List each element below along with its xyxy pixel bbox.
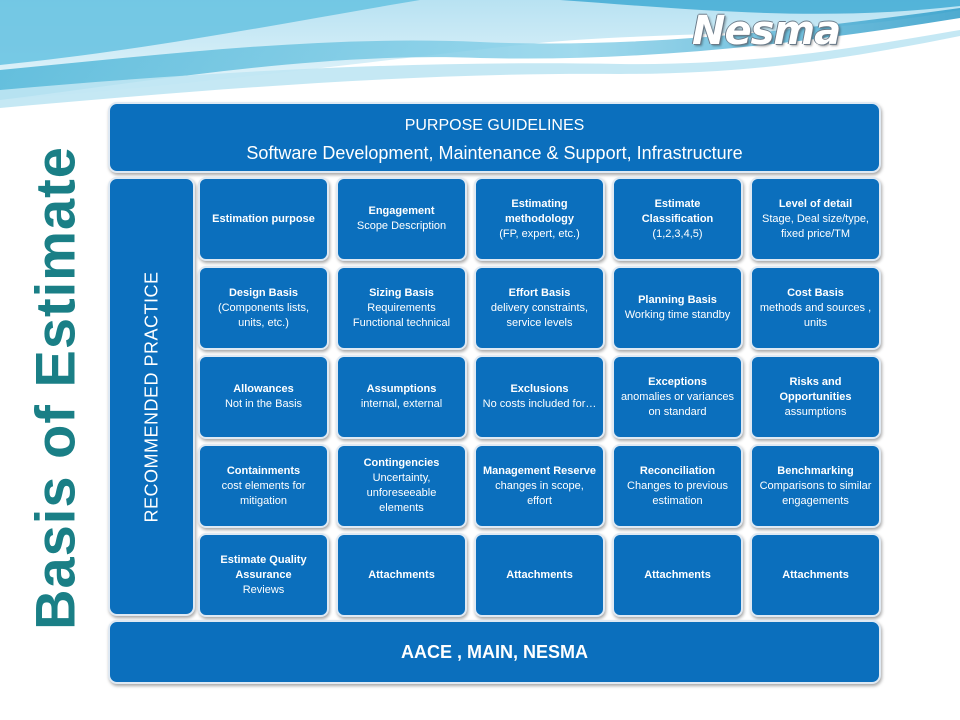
cell-management-reserve: Management Reserve changes in scope, eff… xyxy=(474,444,605,528)
standards-footer-box: AACE , MAIN, NESMA xyxy=(108,620,881,684)
cell-title: Allowances xyxy=(233,383,294,395)
cell-exceptions: Exceptions anomalies or variances on sta… xyxy=(612,355,743,439)
cell-body: Not in the Basis xyxy=(224,398,303,410)
cell-title: Effort Basis xyxy=(508,286,571,299)
cell-risks-and-opportunities: Risks and Opportunities assumptions xyxy=(750,355,881,439)
logo-text: Nesma xyxy=(692,8,841,54)
cell-allowances: Allowances Not in the Basis xyxy=(198,355,329,439)
cell-title: Estimate Quality Assurance xyxy=(220,553,307,581)
recommended-practice-label: RECOMMENDED PRACTICE xyxy=(141,270,161,523)
cell-title: Management Reserve xyxy=(482,464,597,477)
cell-title: Estimation purpose xyxy=(212,212,315,225)
cell-body: Reviews xyxy=(242,583,285,596)
cell-title: Exclusions xyxy=(510,383,569,395)
cell-estimation-purpose: Estimation purpose xyxy=(198,177,329,261)
slide-title-text: Basis of Estimate xyxy=(23,145,87,630)
cell-title: Cost Basis xyxy=(787,286,844,299)
cell-body: (Components lists, units, etc.) xyxy=(217,301,310,329)
cell-sizing-basis: Sizing Basis Requirements Functional tec… xyxy=(336,266,467,350)
purpose-subtitle: Software Development, Maintenance & Supp… xyxy=(246,143,743,163)
cell-body: Requirements Functional technical xyxy=(352,301,451,329)
cell-body: Scope Description xyxy=(356,220,447,232)
cell-title: Sizing Basis xyxy=(369,286,434,299)
cell-body: (FP, expert, etc.) xyxy=(499,227,580,240)
cell-estimate-quality-assurance: Estimate Quality Assurance Reviews xyxy=(198,533,329,617)
cell-title: Estimate Classification xyxy=(641,197,714,225)
cell-reconciliation: Reconciliation Changes to previous estim… xyxy=(612,444,743,528)
cell-effort-basis: Effort Basis delivery constraints, servi… xyxy=(474,266,605,350)
cell-body: methods and sources , units xyxy=(759,301,872,329)
cell-engagement: Engagement Scope Description xyxy=(336,177,467,261)
cell-title: Benchmarking xyxy=(777,464,854,477)
nesma-logo: Nesma xyxy=(692,6,841,56)
cell-body: delivery constraints, service levels xyxy=(490,301,589,329)
recommended-practice-box: RECOMMENDED PRACTICE xyxy=(108,177,195,616)
cell-body: Comparisons to similar engagements xyxy=(759,479,872,507)
cell-attachments: Attachments xyxy=(612,533,743,617)
cell-title: Planning Basis xyxy=(638,294,717,306)
cell-title: Reconciliation xyxy=(639,464,716,477)
cell-exclusions: Exclusions No costs included for… xyxy=(474,355,605,439)
cell-title: Risks and Opportunities xyxy=(779,375,852,403)
cell-containments: Containments cost elements for mitigatio… xyxy=(198,444,329,528)
cell-title: Contingencies xyxy=(363,457,440,469)
cell-body: Working time standby xyxy=(624,309,731,321)
cell-estimating-methodology: Estimating methodology (FP, expert, etc.… xyxy=(474,177,605,261)
cell-estimate-classification: Estimate Classification (1,2,3,4,5) xyxy=(612,177,743,261)
slide-title: Basis of Estimate xyxy=(23,140,87,635)
cell-title: Attachments xyxy=(506,568,573,581)
cell-title: Attachments xyxy=(368,568,435,581)
cell-contingencies: Contingencies Uncertainty, unforeseeable… xyxy=(336,444,467,528)
cell-title: Level of detail xyxy=(778,197,853,210)
cell-body: Uncertainty, unforeseeable elements xyxy=(366,472,437,514)
cell-body: anomalies or variances on standard xyxy=(620,390,735,418)
cell-title: Attachments xyxy=(782,568,849,581)
cell-level-of-detail: Level of detail Stage, Deal size/type, f… xyxy=(750,177,881,261)
cell-attachments: Attachments xyxy=(474,533,605,617)
practice-grid: Estimation purpose Engagement Scope Desc… xyxy=(198,177,881,617)
cell-design-basis: Design Basis (Components lists, units, e… xyxy=(198,266,329,350)
cell-title: Exceptions xyxy=(648,375,707,388)
cell-benchmarking: Benchmarking Comparisons to similar enga… xyxy=(750,444,881,528)
cell-attachments: Attachments xyxy=(336,533,467,617)
cell-assumptions: Assumptions internal, external xyxy=(336,355,467,439)
cell-body: assumptions xyxy=(784,405,847,418)
cell-body: Changes to previous estimation xyxy=(627,479,728,507)
cell-title: Assumptions xyxy=(366,383,437,395)
purpose-guidelines-box: PURPOSE GUIDELINES Software Development,… xyxy=(108,102,881,173)
cell-title: Engagement xyxy=(368,205,435,217)
cell-title: Estimating methodology xyxy=(504,197,575,225)
cell-body: internal, external xyxy=(360,398,443,410)
purpose-title: PURPOSE GUIDELINES xyxy=(404,117,585,134)
cell-body: cost elements for mitigation xyxy=(221,479,306,507)
cell-attachments: Attachments xyxy=(750,533,881,617)
cell-body: No costs included for… xyxy=(482,398,597,410)
cell-cost-basis: Cost Basis methods and sources , units xyxy=(750,266,881,350)
cell-body: changes in scope, effort xyxy=(495,479,584,507)
cell-body: Stage, Deal size/type, fixed price/TM xyxy=(761,212,869,240)
standards-footer-text: AACE , MAIN, NESMA xyxy=(400,642,588,662)
cell-title: Design Basis xyxy=(228,286,299,299)
cell-title: Containments xyxy=(226,464,301,477)
cell-body: (1,2,3,4,5) xyxy=(652,227,703,240)
cell-planning-basis: Planning Basis Working time standby xyxy=(612,266,743,350)
decorative-wave-banner xyxy=(0,0,960,108)
cell-title: Attachments xyxy=(644,568,711,581)
